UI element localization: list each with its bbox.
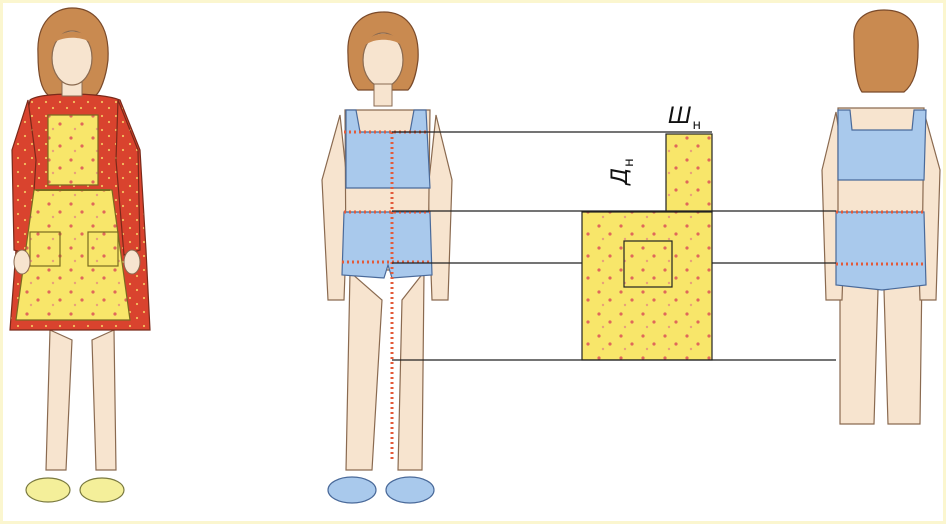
measured-girl-figure	[322, 12, 452, 503]
skirt-rectangle	[582, 212, 712, 360]
girl-in-apron-figure	[10, 8, 150, 502]
length-label: Дн	[610, 158, 636, 185]
length-label-subscript: н	[622, 158, 637, 167]
length-label-letter: Д	[608, 168, 633, 185]
bib-rectangle	[666, 134, 712, 212]
apron-pattern-drawing	[582, 134, 712, 360]
back-view-figure	[822, 10, 940, 424]
width-label-letter: Ш	[668, 104, 692, 129]
width-label: Шн	[668, 106, 701, 132]
width-label-subscript: н	[693, 118, 702, 133]
